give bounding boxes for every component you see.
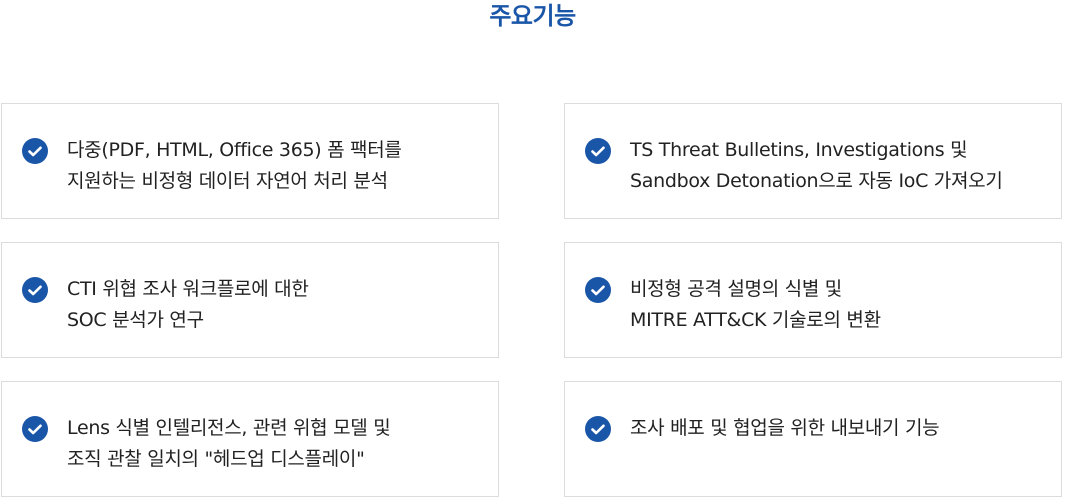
check-circle-icon: [585, 416, 611, 442]
check-circle-icon: [22, 416, 48, 442]
feature-card: 다중(PDF, HTML, Office 365) 폼 팩터를 지원하는 비정형…: [1, 103, 499, 219]
check-circle-icon: [585, 138, 611, 164]
check-circle-icon: [22, 138, 48, 164]
feature-line: 조직 관찰 일치의 "헤드업 디스플레이": [67, 448, 365, 470]
feature-card: Lens 식별 인텔리전스, 관련 위협 모델 및 조직 관찰 일치의 "헤드업…: [1, 381, 499, 497]
feature-description: 다중(PDF, HTML, Office 365) 폼 팩터를 지원하는 비정형…: [67, 135, 478, 197]
feature-description: 조사 배포 및 협업을 위한 내보내기 기능: [630, 413, 1041, 444]
feature-line: 지원하는 비정형 데이터 자연어 처리 분석: [67, 170, 388, 192]
section-title: 주요기능: [489, 2, 576, 30]
feature-line: 다중(PDF, HTML, Office 365) 폼 팩터를: [67, 139, 402, 161]
feature-description: 비정형 공격 설명의 식별 및 MITRE ATT&CK 기술로의 변환: [630, 274, 1041, 336]
feature-line: 조사 배포 및 협업을 위한 내보내기 기능: [630, 417, 940, 439]
feature-line: TS Threat Bulletins, Investigations 및: [630, 139, 968, 161]
feature-line: 비정형 공격 설명의 식별 및: [630, 278, 842, 300]
feature-line: Lens 식별 인텔리전스, 관련 위협 모델 및: [67, 417, 391, 439]
feature-card: 비정형 공격 설명의 식별 및 MITRE ATT&CK 기술로의 변환: [564, 242, 1062, 358]
feature-card: 조사 배포 및 협업을 위한 내보내기 기능: [564, 381, 1062, 497]
check-circle-icon: [22, 277, 48, 303]
feature-line: MITRE ATT&CK 기술로의 변환: [630, 309, 881, 331]
feature-card: CTI 위협 조사 워크플로에 대한 SOC 분석가 연구: [1, 242, 499, 358]
feature-card: TS Threat Bulletins, Investigations 및 Sa…: [564, 103, 1062, 219]
feature-description: TS Threat Bulletins, Investigations 및 Sa…: [630, 135, 1041, 197]
feature-line: Sandbox Detonation으로 자동 IoC 가져오기: [630, 170, 1003, 192]
feature-line: CTI 위협 조사 워크플로에 대한: [67, 278, 309, 300]
feature-description: Lens 식별 인텔리전스, 관련 위협 모델 및 조직 관찰 일치의 "헤드업…: [67, 413, 478, 475]
feature-description: CTI 위협 조사 워크플로에 대한 SOC 분석가 연구: [67, 274, 478, 336]
check-circle-icon: [585, 277, 611, 303]
feature-line: SOC 분석가 연구: [67, 309, 204, 331]
